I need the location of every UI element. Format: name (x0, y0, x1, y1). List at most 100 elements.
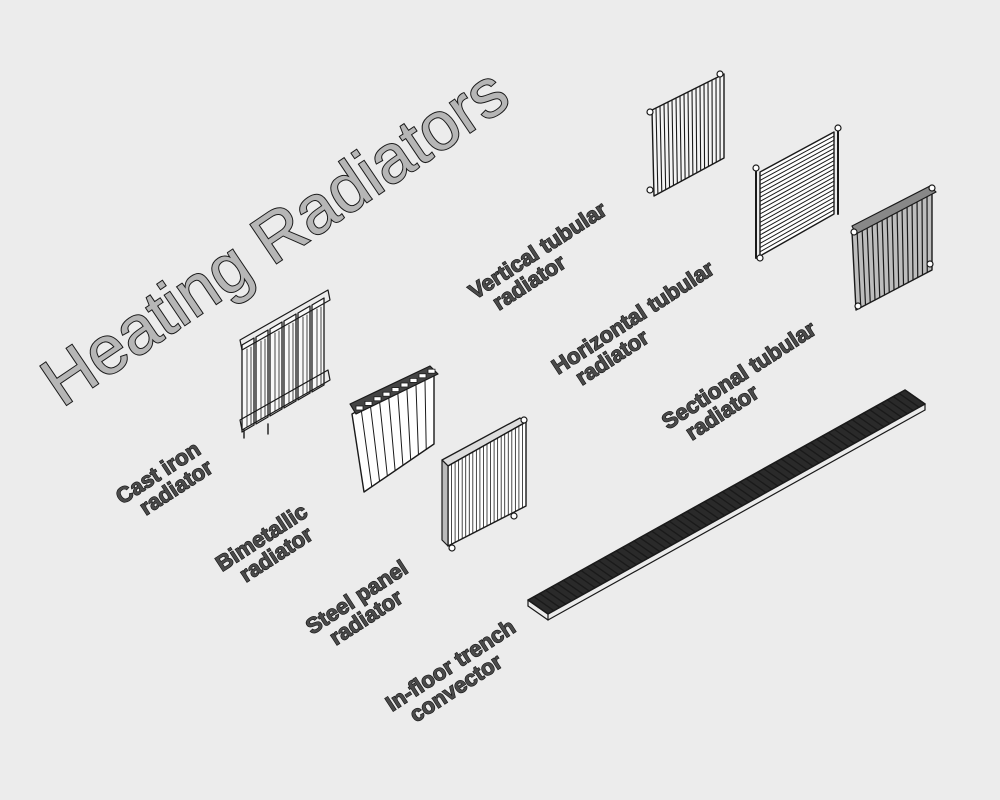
bimetallic-fin (369, 403, 381, 482)
trench-slat (757, 471, 779, 487)
vertical-tubular-fin (695, 87, 698, 174)
trench-slat (533, 596, 555, 612)
cast-iron-top-rail (239, 289, 331, 351)
horizontal-tubular-bar (759, 197, 835, 240)
trench-slat (580, 569, 602, 586)
trench-slat (680, 514, 702, 530)
trench-slat (651, 530, 673, 546)
bimetallic-cap (355, 405, 364, 411)
trench-slat (550, 586, 573, 602)
horizontal-tubular-bar (759, 205, 835, 249)
trench-edge (547, 409, 926, 621)
horizontal-tubular-bar (759, 201, 835, 244)
trench-slat (709, 497, 732, 513)
trench-slat (804, 445, 826, 461)
horizontal-tubular-cap (752, 164, 760, 172)
bimetallic-cap (382, 391, 391, 397)
vertical-tubular-fin (663, 103, 667, 191)
vertical-tubular-fin (691, 89, 694, 176)
horizontal-tubular-bar (759, 209, 835, 253)
trench-slat (656, 527, 679, 543)
vertical-tubular-cap (716, 70, 724, 78)
trench-slat (780, 458, 802, 474)
trench-slat (727, 487, 749, 504)
trench-slat (751, 474, 773, 490)
sectional-tubular-cap (926, 260, 934, 268)
bimetallic-cap (400, 382, 409, 388)
vertical-tubular-cap (646, 108, 654, 116)
cast-iron-bottom-rail (239, 369, 331, 431)
sectional-tubular-fin (861, 226, 867, 306)
bimetallic-fin (378, 398, 388, 477)
trench-slat (869, 409, 891, 425)
horizontal-tubular-bar (759, 168, 835, 211)
trench-slat (592, 563, 614, 579)
trench-slat (598, 559, 620, 576)
steel-panel-valve (510, 512, 518, 520)
sectional-tubular-fin (906, 202, 909, 284)
sectional-tubular-fin (886, 213, 890, 294)
horizontal-tubular-bar (759, 139, 835, 181)
label-in-floor: In-floor trench convector (381, 611, 537, 735)
vertical-tubular-fin (683, 93, 686, 180)
steel-panel-valve (520, 416, 528, 424)
trench-edge (527, 605, 549, 621)
trench-slat (562, 579, 584, 595)
trench-slat (857, 415, 879, 431)
trench-slat (645, 533, 667, 550)
trench-slat (798, 448, 820, 464)
trench-slat (892, 395, 914, 412)
bimetallic-cap (418, 373, 427, 379)
trench-slat (668, 520, 691, 536)
vertical-tubular-fin (655, 107, 659, 195)
cast-iron-radiator-drawing (239, 289, 331, 439)
trench-slat (686, 510, 708, 527)
trench-slat (633, 540, 655, 556)
trench-slat (792, 451, 814, 467)
trench-slat (874, 405, 897, 422)
sectional-tubular-fin (866, 223, 871, 304)
trench-slat (739, 481, 761, 497)
trench-slat (627, 543, 649, 559)
vertical-tubular-fin (671, 99, 674, 186)
bimetallic-cap (391, 387, 400, 393)
horizontal-tubular-bar (759, 164, 835, 207)
sectional-tubular-cap (850, 228, 858, 236)
label-sectional-tubular: Sectional tubular radiator (657, 313, 837, 453)
trench-slat (898, 392, 920, 408)
trench-slat (833, 428, 855, 445)
trench-slat (603, 556, 626, 572)
bimetallic-cap (409, 377, 418, 383)
bimetallic-fin (406, 384, 412, 461)
vertical-tubular-fin (659, 105, 663, 193)
horizontal-tubular-bar (759, 172, 835, 215)
bimetallic-radiator-drawing (349, 365, 439, 493)
bimetallic-fin (387, 393, 396, 472)
horizontal-tubular-bar (759, 147, 835, 190)
trench-slat (698, 504, 720, 520)
label-vertical-tubular: Vertical tubular radiator (464, 193, 628, 322)
trench-slat (639, 537, 661, 553)
trench-slat (568, 576, 590, 592)
vertical-tubular-cap (646, 186, 654, 194)
trench-slat (733, 484, 755, 500)
vertical-tubular-fin (703, 83, 706, 170)
in-floor-convector-drawing (527, 389, 926, 621)
horizontal-tubular-radiator-drawing (752, 124, 842, 262)
bimetallic-cap (373, 396, 382, 402)
horizontal-tubular-cap (756, 254, 764, 262)
sectional-tubular-fin (901, 205, 905, 286)
trench-slat (615, 550, 638, 566)
trench-slat (880, 402, 903, 418)
trench-slat (863, 412, 885, 428)
horizontal-tubular-bar (759, 184, 835, 228)
label-steel-panel: Steel panel radiator (301, 552, 429, 658)
horizontal-tubular-bar (759, 143, 835, 186)
trench-slat (839, 425, 861, 441)
trench-slat (845, 422, 867, 438)
trench-slat (886, 399, 908, 415)
label-horizontal-tubular: Horizontal tubular radiator (547, 252, 736, 397)
sectional-tubular-fin (871, 220, 876, 301)
vertical-tubular-fin (679, 95, 682, 182)
